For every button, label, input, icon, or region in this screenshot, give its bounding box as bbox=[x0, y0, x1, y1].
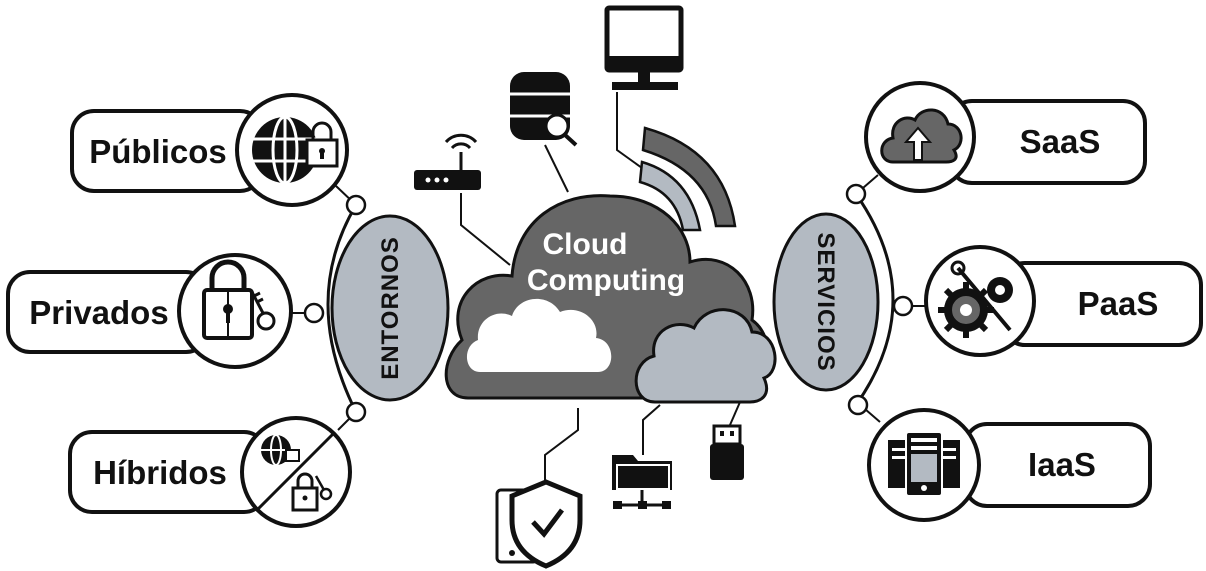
servicio-saas: SaaS bbox=[864, 81, 1147, 193]
monitor-icon bbox=[604, 5, 684, 90]
hybrid-globe-padlock-icon bbox=[255, 431, 336, 512]
left-arc bbox=[326, 204, 358, 413]
right-arc bbox=[854, 193, 895, 406]
cloud-upload-icon bbox=[880, 108, 963, 164]
folder-network-icon bbox=[612, 455, 672, 509]
publicos-label: Públicos bbox=[89, 133, 227, 170]
connector-dots bbox=[303, 183, 914, 423]
shield-phone-icon bbox=[495, 479, 583, 569]
cloud-title-line1: Cloud bbox=[543, 228, 628, 261]
iaas-label: IaaS bbox=[1028, 446, 1096, 483]
entornos-pill: ENTORNOS bbox=[330, 214, 450, 402]
servicios-pill: SERVICIOS bbox=[772, 212, 880, 392]
gears-tools-icon bbox=[938, 260, 1013, 338]
servicios-title: SERVICIOS bbox=[812, 232, 839, 371]
servicio-iaas: IaaS bbox=[867, 408, 1152, 522]
saas-label: SaaS bbox=[1020, 123, 1101, 160]
usb-drive-icon bbox=[710, 424, 744, 480]
server-rack-icon bbox=[888, 431, 960, 497]
hibridos-label: Híbridos bbox=[93, 454, 227, 491]
globe-lock-icon bbox=[252, 115, 339, 185]
entorno-publicos: Públicos bbox=[70, 93, 349, 207]
database-search-icon bbox=[510, 72, 578, 147]
wifi-signal-icon bbox=[638, 126, 737, 232]
white-cloud bbox=[466, 298, 612, 372]
light-cloud bbox=[634, 308, 777, 404]
central-cloud: Cloud Computing bbox=[444, 194, 777, 404]
entornos-title: ENTORNOS bbox=[377, 236, 404, 380]
servicio-paas: PaaS bbox=[924, 245, 1203, 357]
router-icon bbox=[414, 133, 481, 190]
privados-label: Privados bbox=[29, 294, 168, 331]
cloud-title-line2: Computing bbox=[527, 264, 685, 297]
paas-label: PaaS bbox=[1078, 285, 1159, 322]
entorno-privados: Privados bbox=[6, 253, 293, 369]
padlock-key-icon bbox=[202, 259, 276, 340]
entorno-hibridos: Híbridos bbox=[68, 416, 352, 528]
